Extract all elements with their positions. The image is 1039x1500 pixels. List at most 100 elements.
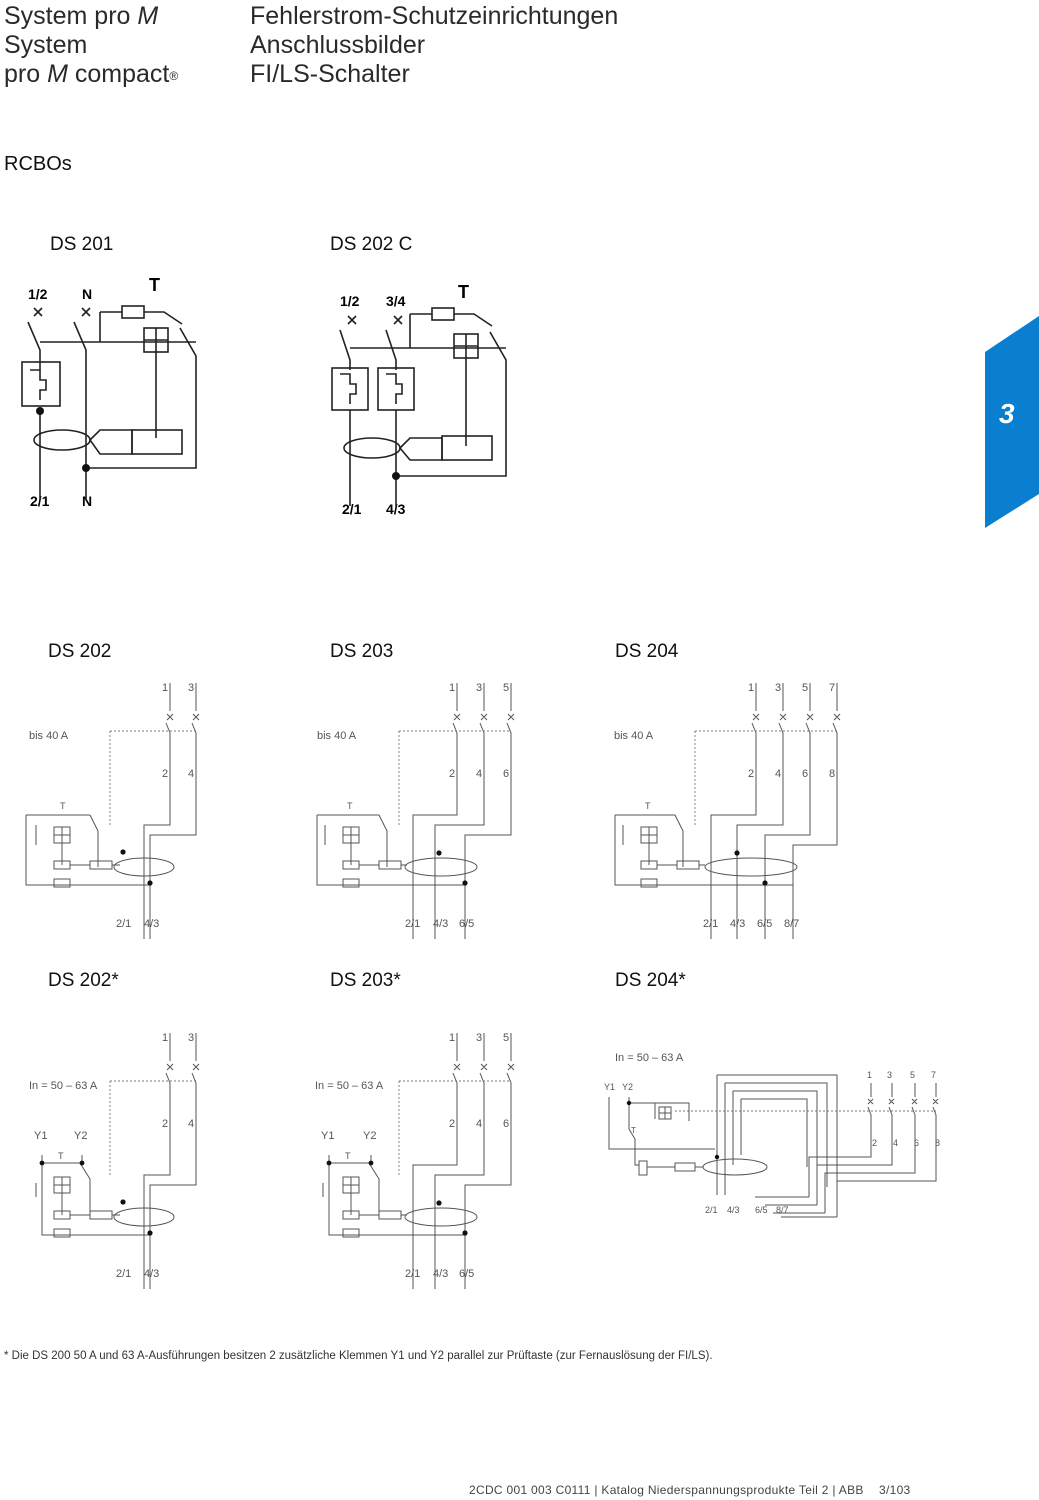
header-right-line2: Anschlussbilder: [250, 31, 426, 59]
footer-brand: ABB: [838, 1483, 864, 1497]
ds202c-wiring: [331, 307, 507, 506]
ds202s-bot-2: 4/3: [144, 1268, 159, 1280]
header-left-line2: System: [4, 31, 88, 59]
ds204s-bot-4: 8/7: [776, 1205, 789, 1215]
ds204s-bot-3: 6/5: [755, 1205, 768, 1215]
ds204-bot-4: 8/7: [784, 918, 799, 930]
ds201-terminal-top-l: 1/2: [28, 286, 48, 302]
ds203-title: DS 203: [330, 641, 394, 662]
ds204s-diagram: In = 50 – 63 A Y1 Y2 1 3 5 7 2 4 6 8 2/1…: [604, 1052, 940, 1218]
ds204s-top-3: 5: [910, 1070, 915, 1080]
header-right-line3: FI/LS-Schalter: [250, 60, 410, 88]
ds203s-top-3: 5: [503, 1032, 509, 1044]
ds202s-title: DS 202*: [48, 970, 119, 991]
ds203s-mid-2: 4: [476, 1118, 482, 1130]
ds204s-test-label: T: [631, 1126, 636, 1135]
ds203-top-3: 5: [503, 682, 509, 694]
ds204s-bot-2: 4/3: [727, 1205, 740, 1215]
ds202c-title: DS 202 C: [330, 234, 413, 255]
ds201-terminal-top-r: N: [82, 286, 92, 302]
footer-catalog: Katalog Niederspannungsprodukte Teil 2: [601, 1483, 829, 1497]
ds204-top-4: 7: [829, 682, 835, 694]
ds203-mid-3: 6: [503, 768, 509, 780]
ds203s-test-label: T: [345, 1151, 351, 1161]
ds202c-terminal-bot-r: 4/3: [386, 501, 406, 517]
ds202-top-1: 1: [162, 682, 168, 694]
ds203-test-label: T: [347, 801, 353, 811]
header-left-line3: pro M compact®: [4, 60, 179, 88]
ds202-top-2: 3: [188, 682, 194, 694]
chapter-tab-number: 3: [999, 398, 1015, 429]
footer-separator: |: [594, 1483, 598, 1497]
ds204s-wiring: [608, 1074, 939, 1218]
ds203s-wiring: [322, 1033, 515, 1289]
ds202-rating: bis 40 A: [29, 730, 69, 742]
ds202c-terminal-top-r: 3/4: [386, 293, 406, 309]
ds202-bot-2: 4/3: [144, 918, 159, 930]
ds203s-bot-2: 4/3: [433, 1268, 448, 1280]
header-right: Fehlerstrom-Schutzeinrichtungen Anschlus…: [250, 2, 618, 89]
ds201-terminal-bot-r: N: [82, 493, 92, 509]
ds203-bot-3: 6/5: [459, 918, 474, 930]
ds201-diagram: 1/2 N T 2/1 N: [21, 275, 197, 509]
ds201-terminal-bot-l: 2/1: [30, 493, 50, 509]
ds204-mid-2: 4: [775, 768, 781, 780]
ds204-bot-2: 4/3: [730, 918, 745, 930]
ds204-top-3: 5: [802, 682, 808, 694]
ds204s-top-4: 7: [931, 1070, 936, 1080]
ds202s-test-label: T: [58, 1151, 64, 1161]
ds202s-mid-2: 4: [188, 1118, 194, 1130]
ds203s-y2: Y2: [363, 1130, 376, 1142]
ds204s-bot-1: 2/1: [705, 1205, 718, 1215]
ds203-bot-2: 4/3: [433, 918, 448, 930]
ds202-wiring: [25, 683, 200, 939]
ds203-top-1: 1: [449, 682, 455, 694]
ds202s-top-2: 3: [188, 1032, 194, 1044]
ds204s-top-1: 1: [867, 1070, 872, 1080]
header-right-line1: Fehlerstrom-Schutzeinrichtungen: [250, 2, 619, 30]
ds204-mid-4: 8: [829, 768, 835, 780]
ds203s-top-2: 3: [476, 1032, 482, 1044]
footnote: * Die DS 200 50 A und 63 A-Ausführungen …: [4, 1350, 713, 1362]
ds204s-title: DS 204*: [615, 970, 686, 991]
ds202c-terminal-bot-l: 2/1: [342, 501, 362, 517]
ds202s-wiring: [35, 1033, 200, 1289]
ds203-wiring: [316, 683, 515, 939]
ds203-mid-1: 2: [449, 768, 455, 780]
ds202s-diagram: In = 50 – 63 A Y1 Y2 1 3 2 4 2/1 4/3 T: [29, 1032, 200, 1289]
ds203s-bot-3: 6/5: [459, 1268, 474, 1280]
ds204s-y2: Y2: [622, 1082, 633, 1092]
ds204-top-1: 1: [748, 682, 754, 694]
ds204s-mid-3: 6: [914, 1138, 919, 1148]
ds203s-title: DS 203*: [330, 970, 401, 991]
header-left-line1: System pro M: [4, 2, 159, 30]
ds201-wiring: [21, 305, 197, 500]
ds204-wiring: [614, 683, 841, 939]
ds203s-y1: Y1: [321, 1130, 334, 1142]
header-left: System pro M System pro M compact®: [4, 2, 178, 89]
ds203-top-2: 3: [476, 682, 482, 694]
ds203-diagram: bis 40 A 1 3 5 2 4 6 2/1 4/3 6/5 T: [316, 682, 515, 939]
ds203s-mid-3: 6: [503, 1118, 509, 1130]
ds202-title: DS 202: [48, 641, 112, 662]
ds201-title: DS 201: [50, 234, 114, 255]
ds202c-terminal-top-l: 1/2: [340, 293, 360, 309]
chapter-tab: [985, 316, 1039, 528]
ds204s-mid-4: 8: [935, 1138, 940, 1148]
ds202s-rating: In = 50 – 63 A: [29, 1080, 98, 1092]
ds203s-mid-1: 2: [449, 1118, 455, 1130]
ds204s-mid-1: 2: [872, 1138, 877, 1148]
chapter-tab-shape: [985, 316, 1039, 528]
ds202-bot-1: 2/1: [116, 918, 131, 930]
ds202c-diagram: 1/2 3/4 T 2/1 4/3: [331, 282, 507, 517]
section-title: RCBOs: [4, 153, 72, 175]
ds203s-diagram: In = 50 – 63 A Y1 Y2 1 3 5 2 4 6 2/1 4/3…: [315, 1032, 515, 1289]
ds203-mid-2: 4: [476, 768, 482, 780]
ds202-mid-1: 2: [162, 768, 168, 780]
ds202c-test-label: T: [458, 282, 469, 302]
ds202s-y2: Y2: [74, 1130, 87, 1142]
ds204s-rating: In = 50 – 63 A: [615, 1052, 684, 1064]
footer-separator: |: [832, 1483, 836, 1497]
page-footer: 2CDC 001 003 C0111 | Katalog Niederspann…: [469, 1483, 911, 1497]
ds202-test-label: T: [60, 801, 66, 811]
